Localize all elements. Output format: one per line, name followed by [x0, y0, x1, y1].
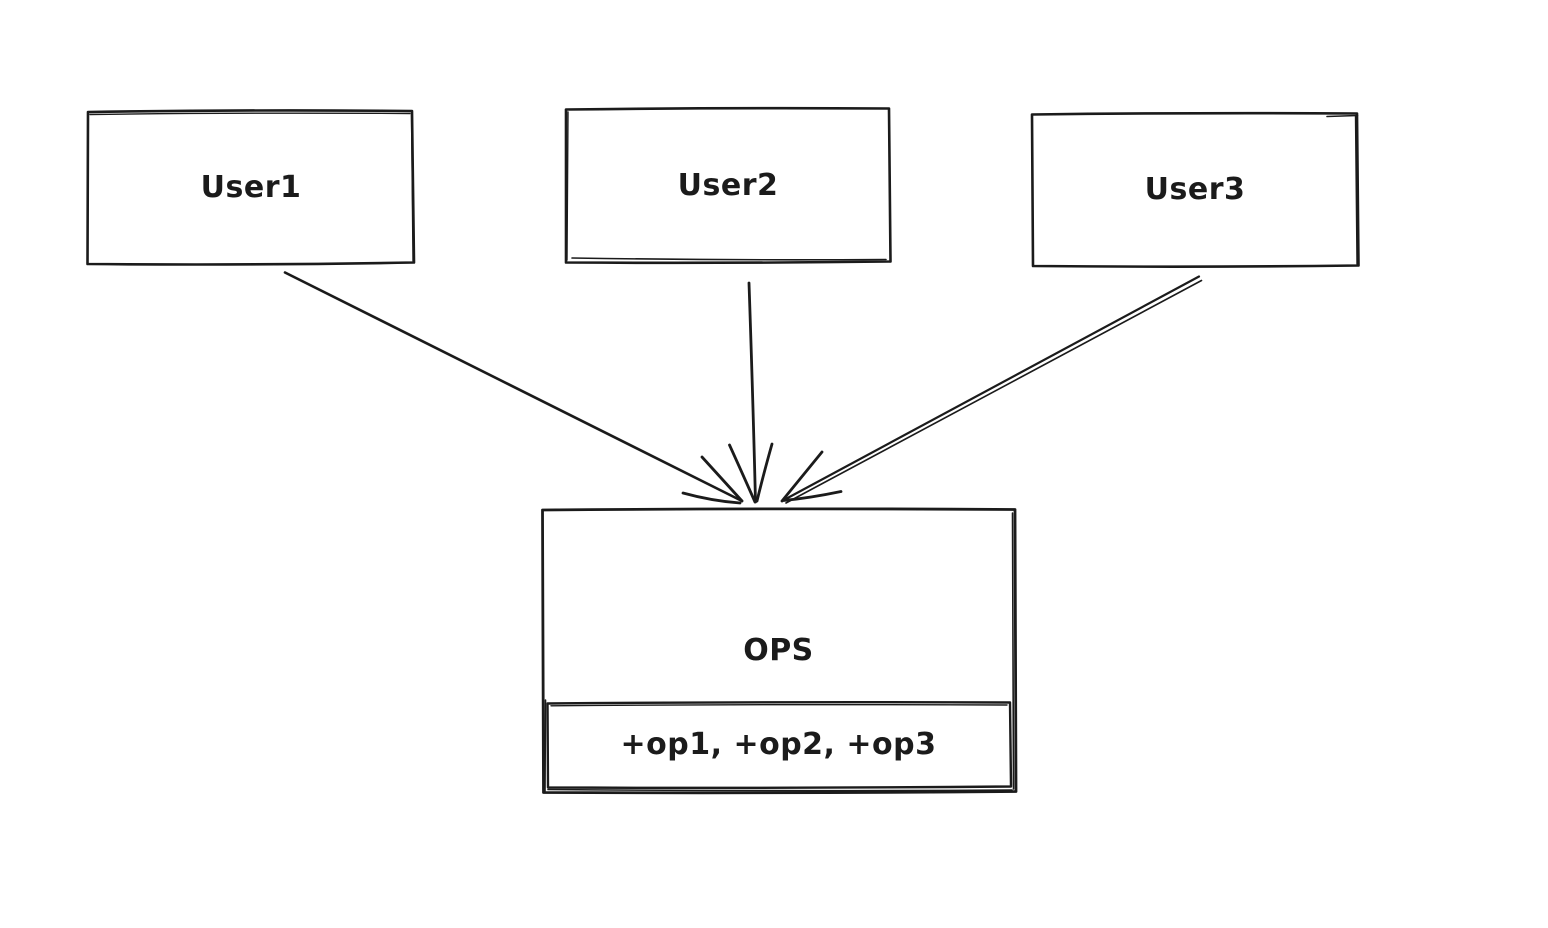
edge-user1-ops-arrow[interactable] [283, 271, 744, 505]
node-user3-shape[interactable] [1030, 111, 1360, 268]
node-ops-operations-compartment[interactable] [546, 700, 1013, 790]
node-user2-label[interactable]: User2 [677, 167, 779, 203]
node-ops-label[interactable]: OPS [743, 633, 814, 668]
node-user2-shape[interactable] [564, 106, 892, 265]
node-ops-operations-label[interactable]: +op1, +op2, +op3 [620, 727, 937, 762]
node-user1-shape[interactable] [86, 109, 416, 266]
edge-user3-ops-arrow[interactable] [780, 275, 1203, 504]
edge-user2-ops-arrow[interactable] [728, 281, 774, 504]
node-user3-label[interactable]: User3 [1144, 172, 1246, 207]
node-user1-label[interactable]: User1 [200, 169, 302, 205]
